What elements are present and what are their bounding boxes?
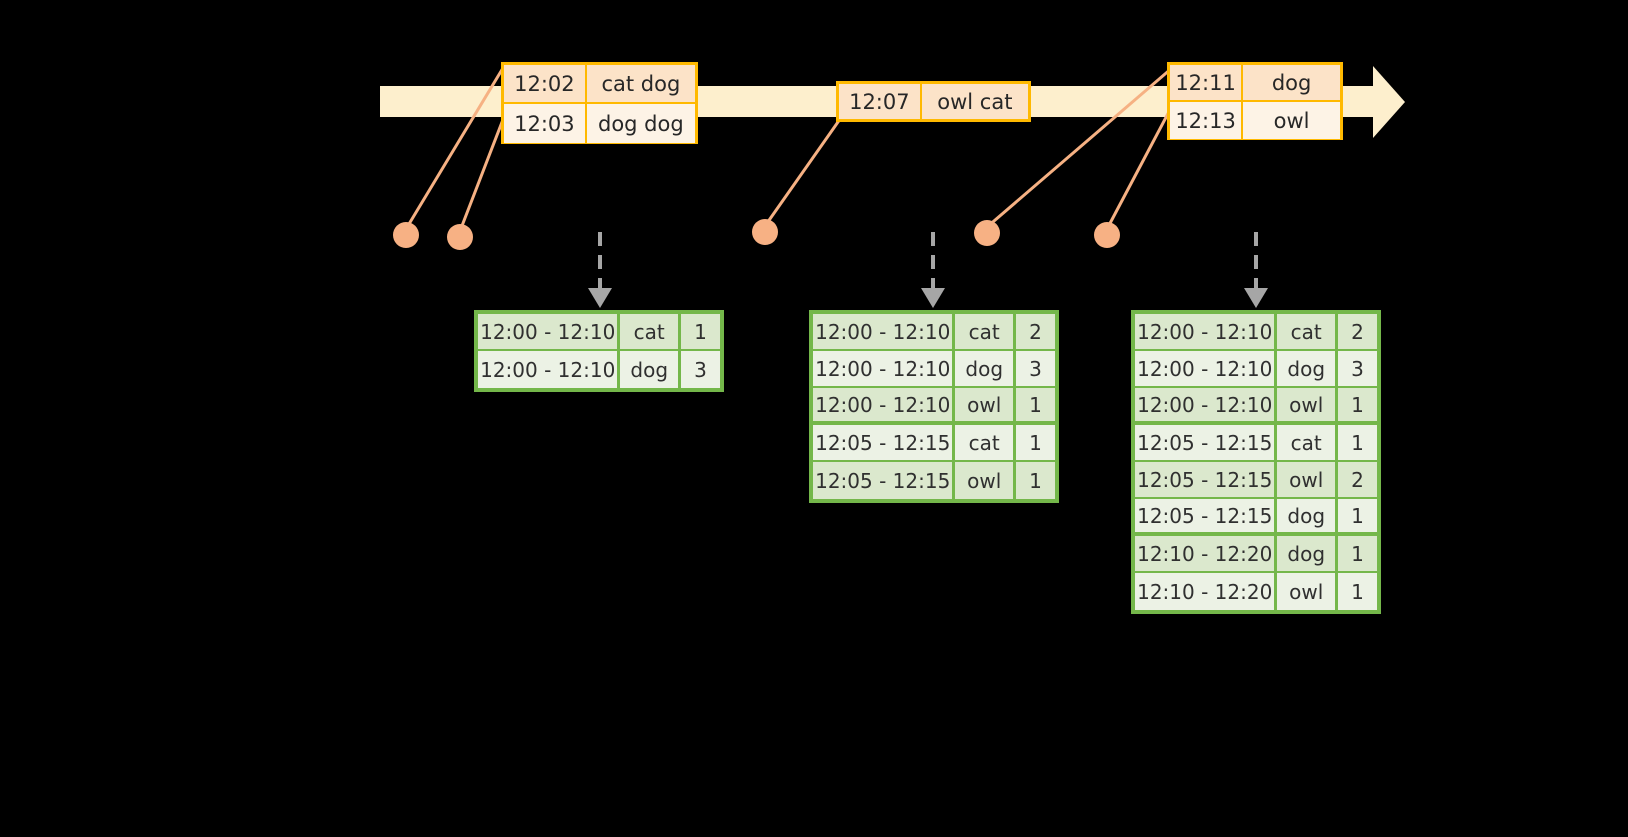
- count-cell: 1: [1337, 573, 1377, 610]
- key-cell: owl: [1277, 462, 1338, 499]
- count-cell: 1: [1337, 425, 1377, 462]
- count-cell: 1: [1015, 462, 1055, 499]
- window-cell: 12:00 - 12:10: [813, 388, 956, 425]
- count-cell: 2: [1337, 462, 1377, 499]
- timeline-event-row: 12:02 cat dog: [504, 65, 695, 104]
- key-cell: owl: [955, 462, 1016, 499]
- event-time: 12:07: [839, 84, 922, 119]
- key-cell: cat: [955, 425, 1016, 462]
- count-cell: 3: [1337, 351, 1377, 388]
- event-words: owl cat: [921, 84, 1028, 119]
- count-cell: 1: [1015, 388, 1055, 425]
- event-dot-2: [447, 224, 473, 250]
- window-cell: 12:00 - 12:10: [478, 314, 621, 351]
- count-cell: 1: [1337, 499, 1377, 536]
- window-cell: 12:05 - 12:15: [813, 462, 956, 499]
- key-cell: cat: [620, 314, 681, 351]
- count-cell: 1: [1337, 536, 1377, 573]
- event-dot-4: [974, 220, 1000, 246]
- count-cell: 1: [1015, 425, 1055, 462]
- window-cell: 12:00 - 12:10: [1135, 314, 1278, 351]
- window-cell: 12:00 - 12:10: [1135, 351, 1278, 388]
- key-cell: dog: [1277, 499, 1338, 536]
- window-cell: 12:00 - 12:10: [478, 351, 621, 388]
- event-dot-1: [393, 222, 419, 248]
- timeline-event-row: 12:07 owl cat: [839, 84, 1028, 119]
- event-words: owl: [1243, 102, 1340, 139]
- event-dot-5: [1094, 222, 1120, 248]
- key-cell: owl: [1277, 573, 1338, 610]
- leader-line-5: [1105, 105, 1174, 230]
- dashed-arrow-1-head-icon: [588, 288, 612, 308]
- window-cell: 12:10 - 12:20: [1135, 573, 1278, 610]
- count-cell: 1: [1337, 388, 1377, 425]
- key-cell: owl: [955, 388, 1016, 425]
- window-cell: 12:00 - 12:10: [1135, 388, 1278, 425]
- event-words: dog: [1243, 65, 1340, 100]
- leader-line-3: [763, 111, 847, 227]
- event-time: 12:11: [1170, 65, 1244, 100]
- event-words: cat dog: [586, 65, 695, 102]
- window-cell: 12:00 - 12:10: [813, 351, 956, 388]
- timeline-event-box-3[interactable]: 12:11 dog 12:13 owl: [1167, 62, 1343, 140]
- dashed-arrow-2-head-icon: [921, 288, 945, 308]
- timeline-event-row: 12:11 dog: [1170, 65, 1340, 102]
- event-dot-3: [752, 219, 778, 245]
- key-cell: dog: [955, 351, 1016, 388]
- count-cell: 2: [1015, 314, 1055, 351]
- count-cell: 3: [680, 351, 720, 388]
- timeline-event-box-1[interactable]: 12:02 cat dog 12:03 dog dog: [501, 62, 698, 144]
- window-cell: 12:05 - 12:15: [1135, 425, 1278, 462]
- timeline-arrowhead-icon: [1373, 66, 1405, 138]
- dashed-arrow-3-head-icon: [1244, 288, 1268, 308]
- count-cell: 2: [1337, 314, 1377, 351]
- event-time: 12:03: [504, 104, 587, 143]
- timeline-event-row: 12:03 dog dog: [504, 104, 695, 143]
- key-cell: dog: [620, 351, 681, 388]
- window-cell: 12:05 - 12:15: [1135, 462, 1278, 499]
- timeline-event-box-2[interactable]: 12:07 owl cat: [836, 81, 1031, 122]
- key-cell: owl: [1277, 388, 1338, 425]
- timeline-event-row: 12:13 owl: [1170, 102, 1340, 139]
- key-cell: cat: [1277, 314, 1338, 351]
- key-cell: cat: [955, 314, 1016, 351]
- count-cell: 3: [1015, 351, 1055, 388]
- event-time: 12:02: [504, 65, 587, 102]
- window-cell: 12:05 - 12:15: [1135, 499, 1278, 536]
- key-cell: cat: [1277, 425, 1338, 462]
- window-cell: 12:10 - 12:20: [1135, 536, 1278, 573]
- window-cell: 12:05 - 12:15: [813, 425, 956, 462]
- window-cell: 12:00 - 12:10: [813, 314, 956, 351]
- event-words: dog dog: [586, 104, 695, 143]
- event-time: 12:13: [1170, 102, 1244, 139]
- key-cell: dog: [1277, 536, 1338, 573]
- count-cell: 1: [680, 314, 720, 351]
- key-cell: dog: [1277, 351, 1338, 388]
